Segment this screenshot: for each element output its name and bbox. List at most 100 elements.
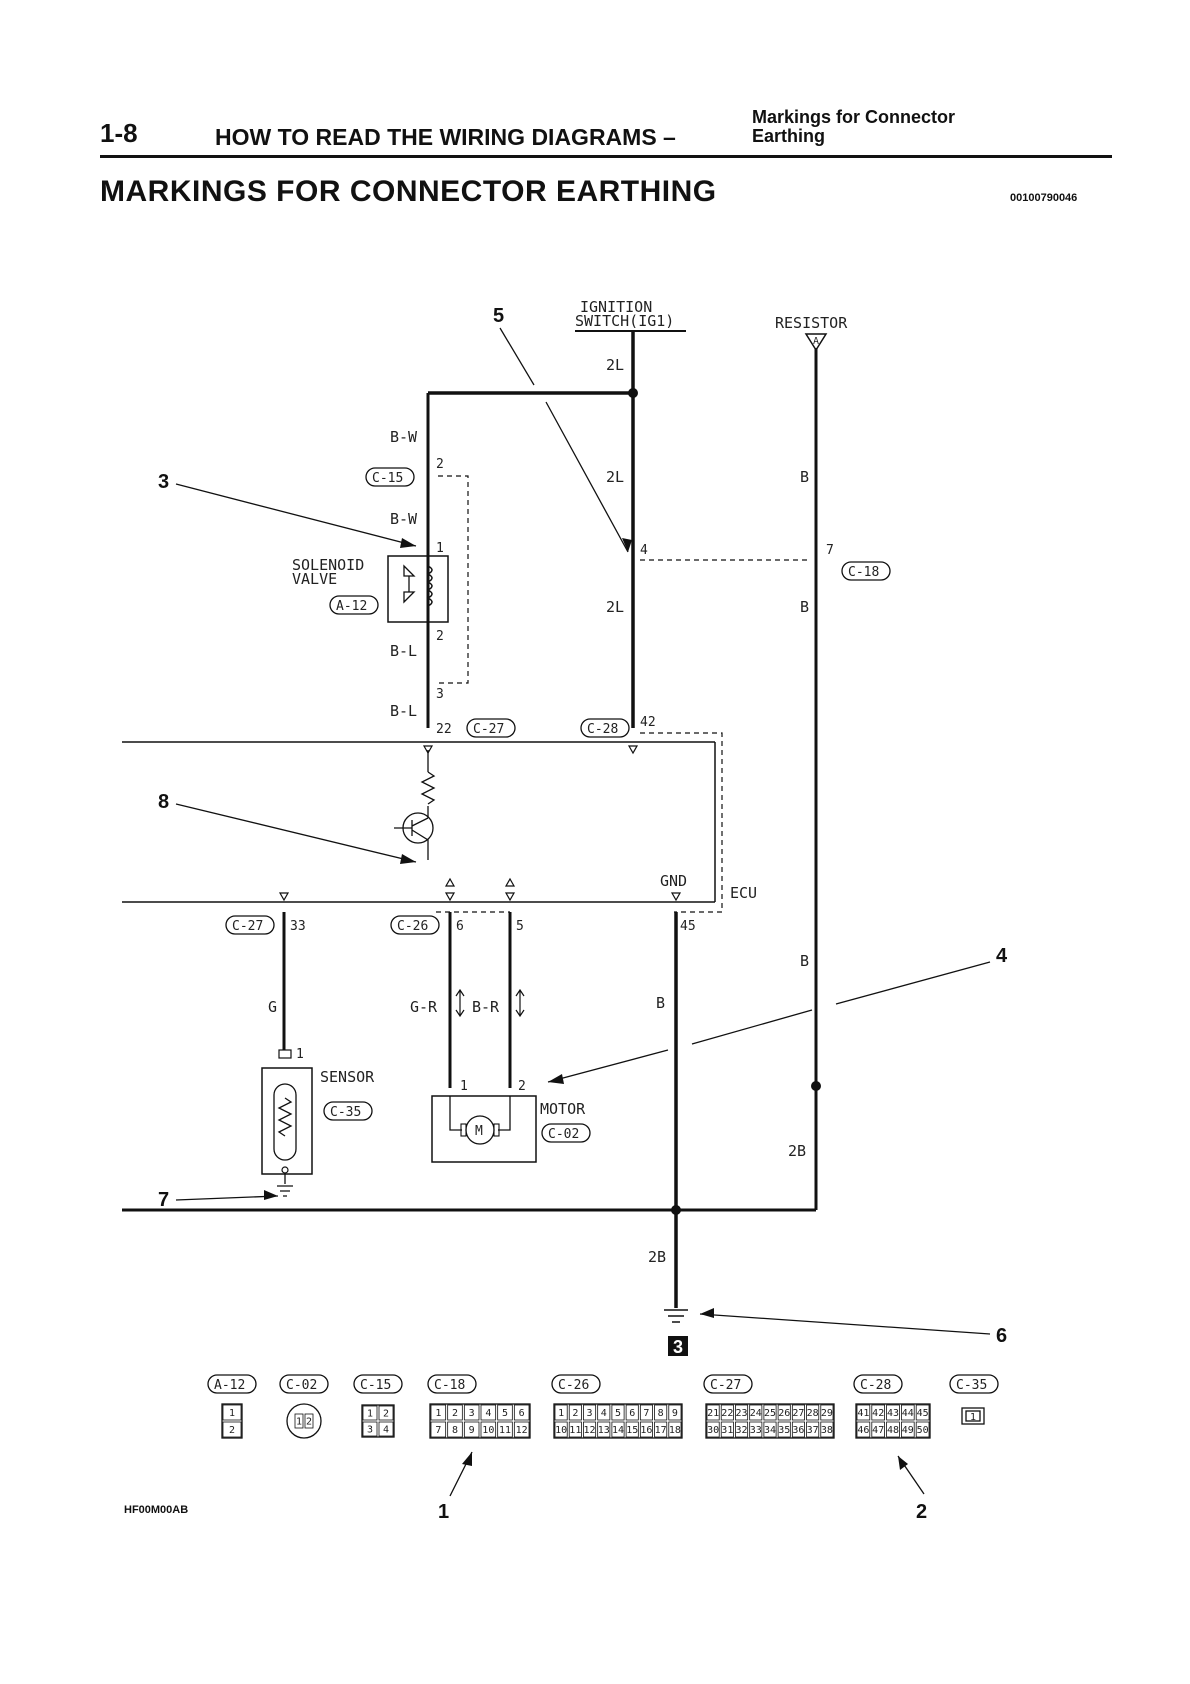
legend-pin-cell	[763, 1404, 777, 1421]
legend-connector-c28	[855, 1403, 931, 1439]
c15-dashed-link	[438, 475, 469, 684]
legend-pin: 9	[672, 1408, 678, 1419]
solenoid-valve-body	[387, 555, 449, 623]
legend-label-c28: C-28	[860, 1378, 891, 1393]
wire-label-b-right-2: B	[800, 598, 809, 616]
legend-pin: 1	[435, 1408, 441, 1419]
wire-label-2b-right: 2B	[788, 1142, 806, 1160]
motor-leads	[449, 1096, 511, 1131]
legend-pin: 4	[383, 1425, 389, 1436]
legend-pin: 24	[750, 1408, 762, 1419]
ignition-label-2: SWITCH(IG1)	[575, 312, 674, 330]
terminal-mark	[504, 877, 516, 887]
legend-pin-cell	[749, 1404, 763, 1421]
legend-pin: 48	[887, 1425, 899, 1436]
pin-c18-7: 7	[826, 543, 834, 558]
legend-pin-cell	[430, 1404, 447, 1421]
legend-pin-cell	[668, 1404, 682, 1421]
bubble-c27-sensor	[225, 915, 275, 935]
legend-pin: 7	[643, 1408, 649, 1419]
legend-pin: 2	[229, 1425, 235, 1436]
legend-pin-cell	[513, 1404, 530, 1421]
legend-pin-cell	[583, 1421, 597, 1438]
legend-pin-cell	[463, 1404, 480, 1421]
ecu-label: ECU	[730, 884, 757, 902]
callout-leader-7	[175, 1195, 279, 1201]
legend-pin: 8	[658, 1408, 664, 1419]
legend-pin: 35	[778, 1425, 790, 1436]
legend-connector-c27	[705, 1403, 835, 1439]
legend-pin-cell	[362, 1405, 378, 1421]
motor-label: MOTOR	[540, 1100, 586, 1118]
legend-bubble-c35	[949, 1374, 999, 1394]
legend-label-c02: C-02	[286, 1378, 317, 1393]
callout-6: 6	[996, 1325, 1007, 1347]
connector-c27-sensor: C-27	[232, 919, 263, 934]
legend-pin: 38	[821, 1425, 833, 1436]
callout-7: 7	[158, 1189, 169, 1211]
legend-pin: 36	[792, 1425, 804, 1436]
splice-dot-top	[628, 388, 638, 398]
legend-pin: 3	[587, 1408, 593, 1419]
legend-pin-cell	[706, 1421, 720, 1438]
callout-1: 1	[438, 1501, 449, 1523]
sensor-resistor	[277, 1097, 293, 1137]
wire-label-2l-top: 2L	[606, 356, 624, 374]
legend-pin-cell	[763, 1421, 777, 1438]
header-rule	[100, 155, 1112, 158]
legend-pin-cell	[378, 1421, 394, 1437]
legend-pin: 11	[499, 1425, 511, 1436]
legend-pin: 29	[821, 1408, 833, 1419]
legend-pin: 49	[902, 1425, 914, 1436]
legend-pin-cell	[597, 1421, 611, 1438]
earth-code: 3	[673, 1337, 683, 1357]
pin-motor-2: 2	[518, 1079, 526, 1094]
legend-pin-cell	[901, 1404, 915, 1421]
legend-pin: 46	[857, 1425, 869, 1436]
legend-pin: 34	[764, 1425, 776, 1436]
legend-pin-cell	[720, 1404, 734, 1421]
legend-pin: 4	[601, 1408, 607, 1419]
legend-pin: 6	[629, 1408, 635, 1419]
direction-arrow	[515, 988, 525, 1018]
legend-pin: 41	[857, 1408, 869, 1419]
legend-pin-cell	[720, 1421, 734, 1438]
pin-c15-3: 3	[436, 687, 444, 702]
callout-leader-8	[175, 803, 417, 863]
splice-dot-ground	[671, 1205, 681, 1215]
pin-c26-6: 6	[456, 919, 464, 934]
connector-c02: C-02	[548, 1127, 579, 1142]
sensor-earth-node	[281, 1166, 289, 1174]
legend-pin-cell	[777, 1421, 791, 1438]
wire-label-bl-lower: B-L	[390, 702, 417, 720]
callout-leader-4b	[691, 1009, 813, 1045]
legend-bubble-c15	[353, 1374, 403, 1394]
terminal-mark	[670, 892, 682, 902]
sensor-label: SENSOR	[320, 1068, 375, 1086]
legend-pin: 10	[482, 1425, 494, 1436]
legend-pin-cell	[668, 1421, 682, 1438]
legend-pin-cell	[554, 1404, 568, 1421]
wire-label-b-right-3: B	[800, 952, 809, 970]
legend-pin-cell	[597, 1404, 611, 1421]
callout-4: 4	[996, 945, 1008, 967]
pin-solenoid-2: 2	[436, 629, 444, 644]
legend-pin: 2	[572, 1408, 578, 1419]
legend-pin-cell	[886, 1421, 900, 1438]
gnd-label: GND	[660, 872, 687, 890]
legend-label-c27: C-27	[710, 1378, 741, 1393]
legend-bubble-a12	[207, 1374, 257, 1394]
subtitle-line-2: Earthing	[752, 126, 826, 146]
legend-pin: 15	[626, 1425, 638, 1436]
legend-pin: 1	[296, 1417, 302, 1428]
legend-pin-cell	[625, 1421, 639, 1438]
legend-pin-cell	[639, 1421, 653, 1438]
legend-pin: 5	[502, 1408, 508, 1419]
legend-pin-cell	[611, 1404, 625, 1421]
callout-2: 2	[916, 1501, 927, 1523]
terminal-mark	[444, 892, 456, 902]
legend-bubble-c02	[279, 1374, 329, 1394]
legend-pin-cell	[480, 1421, 497, 1438]
connector-c28: C-28	[587, 722, 618, 737]
